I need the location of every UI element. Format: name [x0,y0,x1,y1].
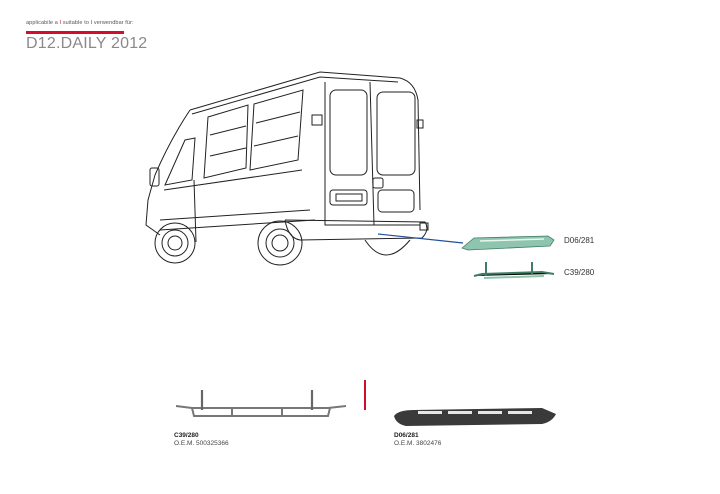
callout-c39-280: C39/280 [564,268,595,277]
product-oem: O.E.M. 3802476 [394,440,441,447]
separator: I [59,20,62,26]
d06-281-product-image [394,408,556,426]
product-code: C39/280 [174,432,199,439]
d06-281-part-illustration [461,235,555,251]
c39-280-part-illustration [473,262,555,279]
product-oem: O.E.M. 500325366 [174,440,229,447]
applicability-subtitle: applicabile a I suitable to I verwendbar… [26,20,134,26]
vehicle-model-title: D12.DAILY 2012 [26,35,148,52]
oem-number: 3802476 [416,440,442,447]
callout-d06-281: D06/281 [564,236,595,245]
c39-280-product-image [175,390,347,417]
van-illustration [145,71,429,266]
lang-en: suitable to [62,20,89,26]
separator: I [90,20,93,26]
title-accent-bar [26,31,124,34]
oem-number: 500325366 [196,440,229,447]
product-code: D06/281 [394,432,419,439]
lang-de: verwendbar für: [93,20,134,26]
lang-it: applicabile a [26,20,58,26]
oem-label: O.E.M. [174,440,195,447]
products-divider [364,380,366,410]
oem-label: O.E.M. [394,440,415,447]
